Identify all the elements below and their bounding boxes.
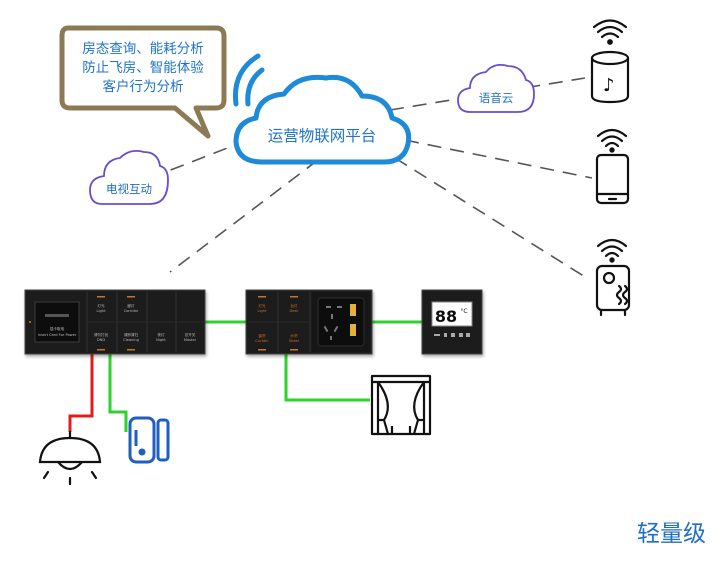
bubble-line-3: 客户行为分析	[103, 78, 184, 95]
svg-text:台灯: 台灯	[290, 303, 298, 308]
switch-panel-middle: 灯光 Light 台灯 Desk 窗帘 Curtain 纱帘 Sheer	[245, 289, 373, 355]
thermostat-unit: °C	[460, 308, 467, 315]
bubble-line-1: 房态查询、能耗分析	[82, 41, 204, 57]
platform-cloud: 运营物联网平台	[232, 53, 412, 165]
switch-panel-left: 插卡取电 Insert Card For Power 灯光 Light 廊灯 C…	[24, 289, 206, 355]
svg-text:Desk: Desk	[290, 309, 300, 313]
svg-text:Cleaning: Cleaning	[123, 338, 139, 342]
door-sensor-icon	[128, 416, 170, 464]
tv-cloud-label: 电视互动	[106, 182, 152, 196]
signal-arcs-icon	[232, 53, 265, 107]
svg-text:Sheer: Sheer	[289, 339, 300, 343]
voice-cloud-label: 语音云	[479, 91, 514, 105]
svg-text:Light: Light	[97, 309, 107, 313]
smart-appliance-icon	[595, 238, 631, 317]
feature-bubble: 房态查询、能耗分析 防止飞房、智能体验 客户行为分析	[59, 25, 227, 139]
svg-text:DND: DND	[97, 338, 105, 342]
wiring	[68, 320, 422, 432]
svg-text:Night: Night	[156, 338, 166, 342]
wire-lamp	[68, 354, 94, 432]
platform-label: 运营物联网平台	[268, 127, 377, 145]
smartphone-icon	[595, 128, 630, 205]
svg-text:Master: Master	[184, 338, 197, 342]
wire-curtain	[284, 354, 370, 402]
link-platform-panels	[169, 159, 319, 273]
svg-text:纱帘: 纱帘	[290, 333, 298, 338]
link-platform-appliance	[394, 157, 591, 281]
link-platform-tv-cloud	[149, 139, 249, 179]
tv-cloud: 电视互动	[89, 149, 169, 205]
svg-text:廊灯: 廊灯	[127, 303, 135, 308]
svg-text:插卡取电: 插卡取电	[50, 326, 65, 331]
thermostat-display: 88	[435, 307, 457, 326]
svg-text:Curtain: Curtain	[255, 339, 268, 343]
svg-text:请即清扫: 请即清扫	[124, 332, 139, 337]
wire-sensor	[108, 354, 128, 432]
bubble-line-2: 防止飞房、智能体验	[82, 60, 204, 76]
svg-text:夜灯: 夜灯	[157, 332, 165, 337]
svg-text:Insert Card For Power: Insert Card For Power	[38, 333, 77, 337]
svg-text:Light: Light	[258, 309, 268, 313]
link-platform-phone	[404, 139, 593, 179]
curtain-icon	[370, 374, 432, 436]
svg-text:Corridor: Corridor	[124, 309, 139, 313]
thermostat-panel: 88 °C	[421, 289, 483, 355]
smart-speaker-icon: ♪	[590, 19, 630, 104]
svg-text:请勿打扰: 请勿打扰	[94, 332, 109, 337]
voice-cloud: 语音云	[457, 63, 535, 113]
tier-label: 轻量级	[637, 521, 706, 547]
svg-text:总开关: 总开关	[185, 332, 196, 337]
svg-text:灯光: 灯光	[258, 303, 266, 308]
svg-text:♪: ♪	[603, 75, 615, 96]
svg-text:灯光: 灯光	[97, 303, 105, 308]
svg-text:窗帘: 窗帘	[258, 333, 266, 338]
ceiling-lamp-icon	[38, 430, 102, 486]
